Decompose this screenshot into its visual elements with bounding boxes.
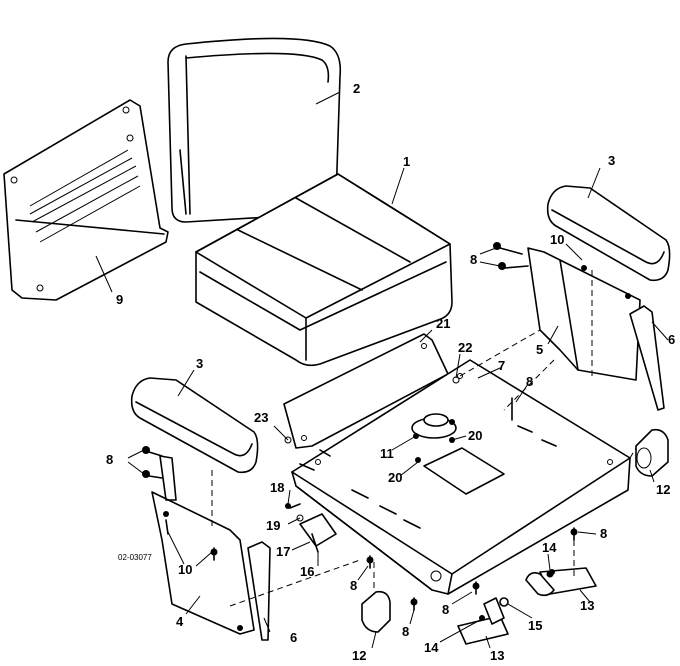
bolt-right-b bbox=[498, 262, 529, 270]
callout-6-left: 6 bbox=[290, 630, 297, 645]
callout-3-right: 3 bbox=[608, 153, 615, 168]
bumper-right bbox=[635, 428, 669, 477]
screw-20 bbox=[415, 457, 421, 463]
callout-7: 7 bbox=[498, 358, 505, 373]
bolt-8-pan-a bbox=[366, 555, 374, 569]
washer-23 bbox=[284, 436, 292, 444]
seat-switch bbox=[411, 413, 457, 439]
callout-8-side: 8 bbox=[600, 526, 607, 541]
callout-12-left: 12 bbox=[352, 648, 366, 663]
callout-4: 4 bbox=[176, 614, 184, 629]
callout-8-bottom-c: 8 bbox=[402, 624, 409, 639]
callout-10-left: 10 bbox=[178, 562, 192, 577]
bolt-right-a bbox=[493, 242, 523, 255]
nut-19 bbox=[296, 514, 304, 522]
callout-20-right: 20 bbox=[468, 428, 482, 443]
callout-8-bottom-b: 8 bbox=[442, 602, 449, 617]
bolt-8-pan-c bbox=[472, 581, 480, 595]
callout-2: 2 bbox=[353, 81, 360, 96]
callout-8-bottom-a: 8 bbox=[350, 578, 357, 593]
bolt-8-pan-d bbox=[570, 527, 578, 541]
bolt-left-c bbox=[165, 519, 169, 535]
callout-3-left: 3 bbox=[196, 356, 203, 371]
washer-15 bbox=[499, 597, 509, 607]
callout-12-right: 12 bbox=[656, 482, 670, 497]
armrest-right bbox=[546, 185, 671, 282]
rear-guard-plate bbox=[3, 99, 169, 301]
callout-17: 17 bbox=[276, 544, 290, 559]
armrest-left bbox=[130, 377, 259, 474]
callout-14-left: 14 bbox=[424, 640, 439, 655]
callout-9: 9 bbox=[116, 292, 123, 307]
callout-8-left: 8 bbox=[106, 452, 113, 467]
callout-22: 22 bbox=[458, 340, 472, 355]
callout-1: 1 bbox=[403, 154, 410, 169]
callout-20-left: 20 bbox=[388, 470, 402, 485]
screw-18 bbox=[285, 503, 301, 509]
bolt-8-pan-b bbox=[410, 597, 418, 611]
pin-left bbox=[457, 597, 509, 645]
callout-8-right: 8 bbox=[470, 252, 477, 267]
diagram-code: 02-03077 bbox=[118, 553, 152, 562]
bolt-left-b bbox=[142, 470, 163, 479]
callout-23: 23 bbox=[254, 410, 268, 425]
strap-right bbox=[629, 305, 665, 411]
seat-pan bbox=[291, 359, 631, 595]
callout-5: 5 bbox=[536, 342, 543, 357]
callout-labels: 1 2 3 3 4 5 6 6 7 8 8 8 8 8 8 8 9 10 10 … bbox=[106, 81, 675, 663]
small-bracket bbox=[299, 513, 337, 553]
callout-8-pan: 8 bbox=[526, 374, 533, 389]
leader-lines bbox=[95, 91, 669, 649]
callout-16: 16 bbox=[300, 564, 314, 579]
callout-18: 18 bbox=[270, 480, 284, 495]
callout-6-right: 6 bbox=[668, 332, 675, 347]
bolt-left-d bbox=[210, 547, 218, 561]
callout-19: 19 bbox=[266, 518, 280, 533]
callout-21: 21 bbox=[436, 316, 450, 331]
strap-left bbox=[247, 541, 271, 641]
callout-13-left: 13 bbox=[490, 648, 504, 663]
callout-14-right: 14 bbox=[542, 540, 557, 555]
bolt-14a bbox=[549, 569, 555, 575]
bolt-left-a bbox=[142, 446, 163, 457]
callout-10-right: 10 bbox=[550, 232, 564, 247]
armrest-bracket-right bbox=[527, 247, 641, 381]
seat-cushion bbox=[195, 173, 453, 367]
bumper-left bbox=[361, 590, 391, 633]
armrest-bracket-left bbox=[151, 455, 255, 635]
callout-15: 15 bbox=[528, 618, 542, 633]
pin-right bbox=[525, 567, 597, 597]
alignment-lines bbox=[211, 270, 637, 607]
callout-11: 11 bbox=[380, 446, 394, 461]
callout-13-right: 13 bbox=[580, 598, 594, 613]
